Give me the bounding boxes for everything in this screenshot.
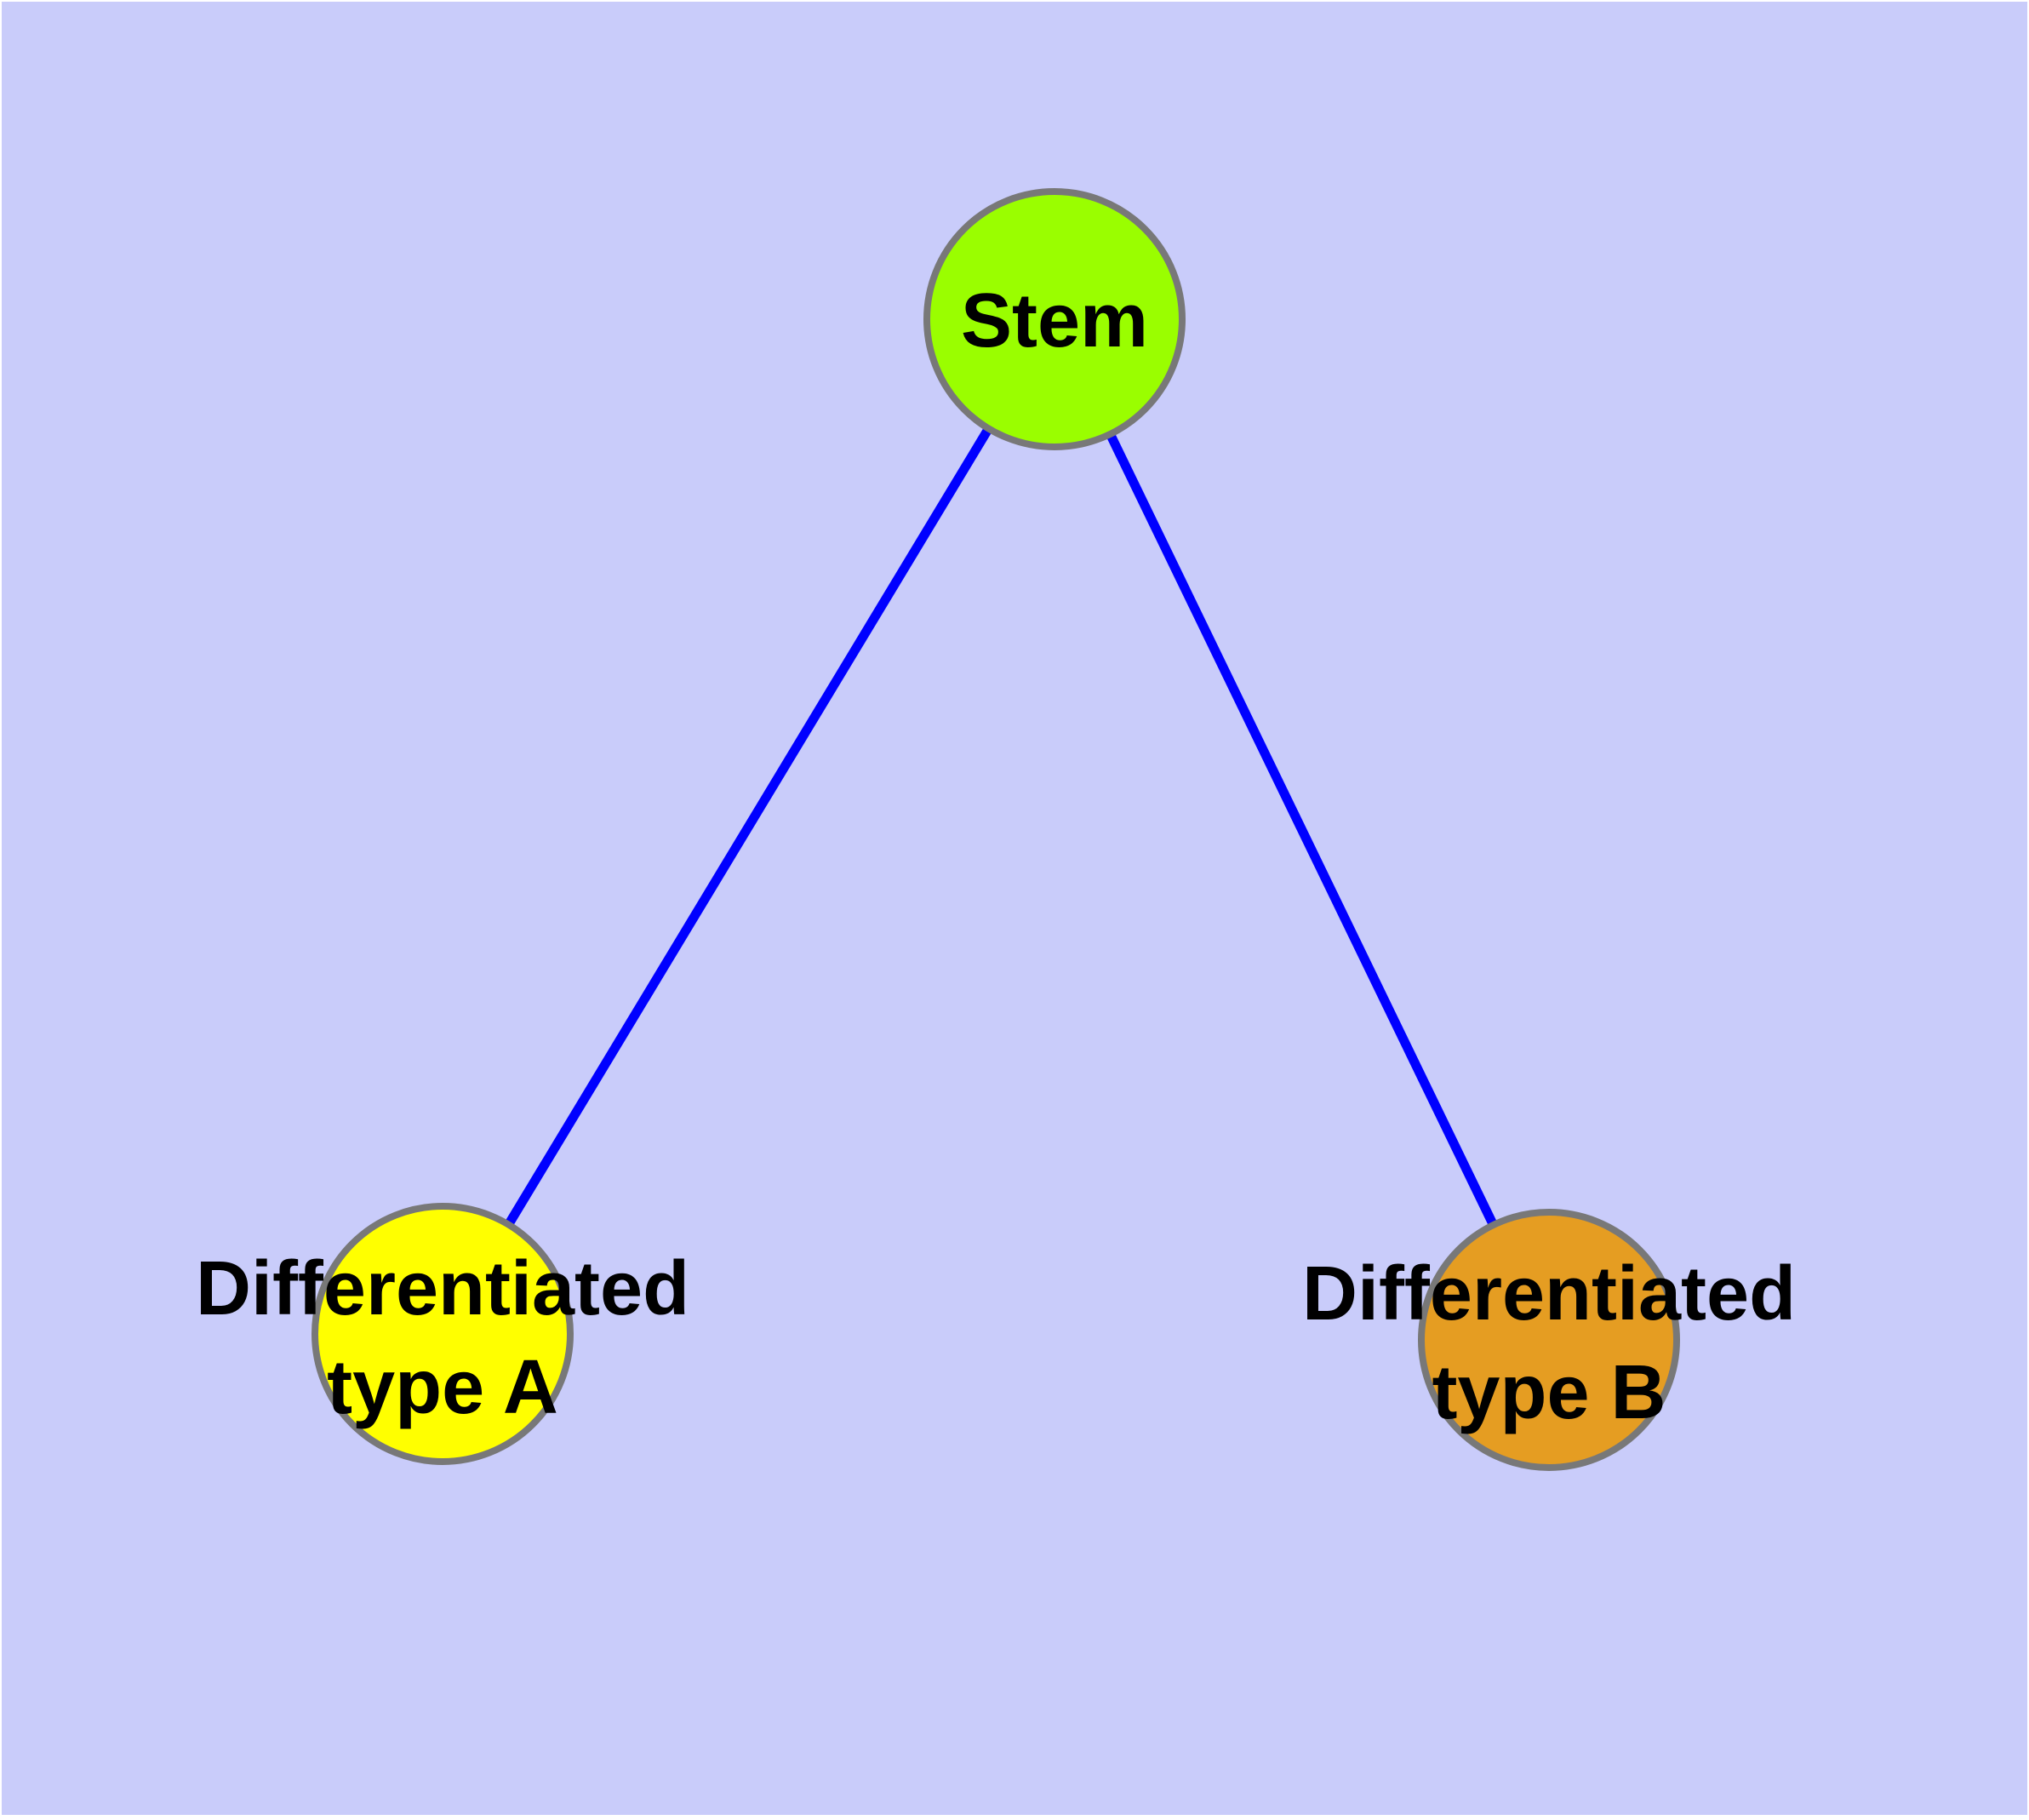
node-differentiated-type-b-label-line2: type B	[1432, 1350, 1666, 1435]
node-stem-circle	[923, 188, 1186, 450]
node-stem-label: Stem	[961, 272, 1148, 370]
node-differentiated-type-a-circle	[311, 1203, 574, 1465]
node-differentiated-type-a-label-line2: type A	[327, 1345, 558, 1430]
node-differentiated-type-b-label-line1: Differentiated	[1301, 1251, 1797, 1336]
node-differentiated-type-b-circle	[1418, 1209, 1680, 1471]
node-differentiated-type-a-label: Differentiated type A	[196, 1239, 689, 1437]
node-stem-label-text: Stem	[960, 278, 1149, 363]
node-differentiated-type-b-label: Differentiated type B	[1302, 1245, 1796, 1442]
node-differentiated-type-a-label-line1: Differentiated	[195, 1246, 690, 1331]
edge-stem-to-differentiated-type-a	[438, 317, 1059, 1336]
edge-stem-to-differentiated-type-b	[1050, 317, 1553, 1342]
